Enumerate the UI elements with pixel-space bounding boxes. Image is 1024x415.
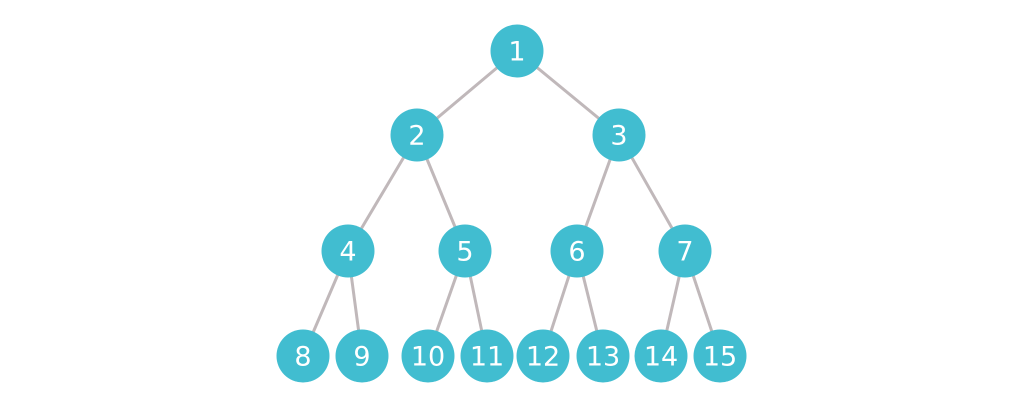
- tree-node-1: 1: [490, 24, 544, 78]
- node-label: 3: [610, 121, 627, 152]
- node-label: 5: [456, 237, 473, 268]
- tree-node-10: 10: [401, 329, 455, 383]
- node-label: 6: [568, 237, 585, 268]
- node-circle: [634, 329, 688, 383]
- node-label: 14: [644, 342, 678, 373]
- tree-node-5: 5: [438, 224, 492, 278]
- tree-node-14: 14: [634, 329, 688, 383]
- tree-node-13: 13: [576, 329, 630, 383]
- node-label: 10: [411, 342, 445, 373]
- node-label: 13: [586, 342, 620, 373]
- node-label: 4: [339, 237, 356, 268]
- node-circle: [550, 224, 604, 278]
- node-circle: [693, 329, 747, 383]
- tree-node-12: 12: [516, 329, 570, 383]
- node-circle: [490, 24, 544, 78]
- node-circle: [390, 108, 444, 162]
- tree-node-9: 9: [335, 329, 389, 383]
- node-label: 9: [353, 342, 370, 373]
- node-circle: [276, 329, 330, 383]
- node-circle: [335, 329, 389, 383]
- tree-node-11: 11: [460, 329, 514, 383]
- node-circle: [658, 224, 712, 278]
- tree-node-4: 4: [321, 224, 375, 278]
- node-circle: [516, 329, 570, 383]
- node-circle: [460, 329, 514, 383]
- node-label: 8: [294, 342, 311, 373]
- node-label: 12: [526, 342, 560, 373]
- node-circle: [401, 329, 455, 383]
- tree-node-2: 2: [390, 108, 444, 162]
- edges-layer: [301, 49, 722, 358]
- node-label: 2: [408, 121, 425, 152]
- tree-node-6: 6: [550, 224, 604, 278]
- tree-node-8: 8: [276, 329, 330, 383]
- tree-node-3: 3: [592, 108, 646, 162]
- node-label: 15: [703, 342, 737, 373]
- node-circle: [592, 108, 646, 162]
- tree-node-15: 15: [693, 329, 747, 383]
- node-circle: [321, 224, 375, 278]
- node-circle: [576, 329, 630, 383]
- node-circle: [438, 224, 492, 278]
- node-label: 7: [676, 237, 693, 268]
- node-label: 11: [470, 342, 504, 373]
- tree-node-7: 7: [658, 224, 712, 278]
- node-label: 1: [508, 37, 525, 68]
